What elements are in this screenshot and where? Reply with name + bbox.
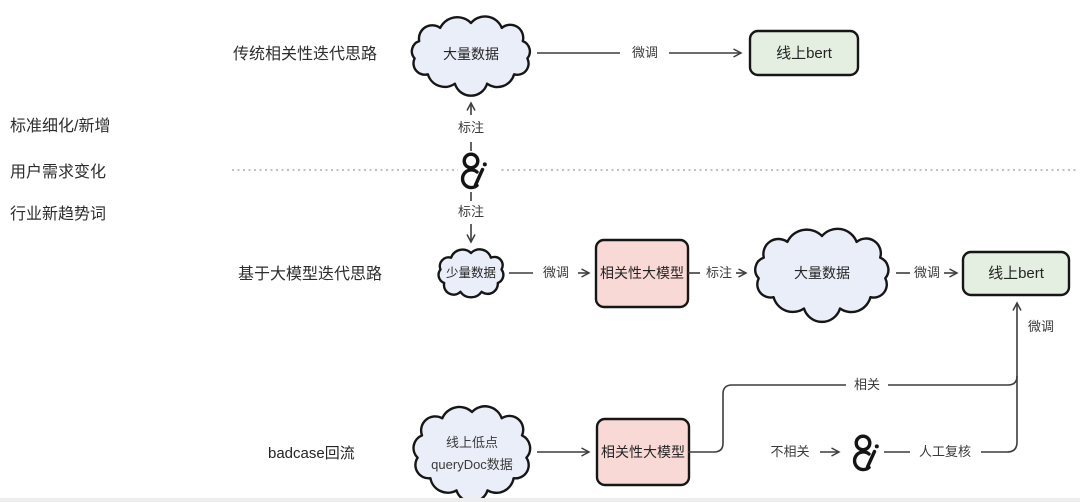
note-user-demand: 用户需求变化 xyxy=(10,163,106,181)
cloud-big-data-1 xyxy=(410,15,532,97)
relevance-llm-box-2-label: 相关性大模型 xyxy=(601,444,685,460)
llm-flow-title: 基于大模型迭代思路 xyxy=(238,265,382,283)
online-bert-box-2 xyxy=(961,250,1071,297)
cloud-querydoc-line1: 线上低点 xyxy=(446,435,498,450)
finetune-label-1: 微调 xyxy=(632,45,658,60)
annotate-label-2: 标注 xyxy=(706,265,732,280)
relevant-label: 相关 xyxy=(854,377,880,392)
annotate-down-label: 标注 xyxy=(458,204,484,219)
traditional-flow-title: 传统相关性迭代思路 xyxy=(233,45,377,63)
badcase-flow-title: badcase回流 xyxy=(268,445,355,462)
edge-relevant-merge xyxy=(888,375,1018,386)
cloud-small-data-label: 少量数据 xyxy=(446,265,496,280)
online-bert-box-1 xyxy=(748,29,860,77)
cloud-small-data xyxy=(437,248,505,299)
annotator-icon-top xyxy=(460,152,489,190)
relevance-llm-box-1-label: 相关性大模型 xyxy=(600,265,684,281)
cloud-querydoc-line2: queryDoc数据 xyxy=(431,457,513,472)
finetune-label-2: 微调 xyxy=(543,265,569,280)
annotate-up-label: 标注 xyxy=(458,120,484,135)
cloud-big-data-2-label: 大量数据 xyxy=(794,265,850,281)
note-industry-trend: 行业新趋势词 xyxy=(10,205,106,223)
manual-review-label: 人工复核 xyxy=(919,444,971,459)
online-bert-box-1-label: 线上bert xyxy=(776,45,833,62)
edge-feedback-vertical xyxy=(981,303,1017,453)
cloud-big-data-2 xyxy=(754,227,890,324)
cloud-querydoc xyxy=(412,405,532,502)
online-bert-box-2-label: 线上bert xyxy=(988,265,1045,282)
note-standard-refine: 标准细化/新增 xyxy=(10,117,110,135)
finetune-label-3: 微调 xyxy=(914,265,940,280)
bottom-edge xyxy=(0,498,1080,502)
edge-relevant-branch xyxy=(688,384,846,453)
irrelevant-label: 不相关 xyxy=(770,444,809,459)
annotator-icon-bottom xyxy=(852,434,881,472)
finetune-feedback-label: 微调 xyxy=(1028,319,1054,334)
cloud-big-data-1-label: 大量数据 xyxy=(443,46,499,62)
